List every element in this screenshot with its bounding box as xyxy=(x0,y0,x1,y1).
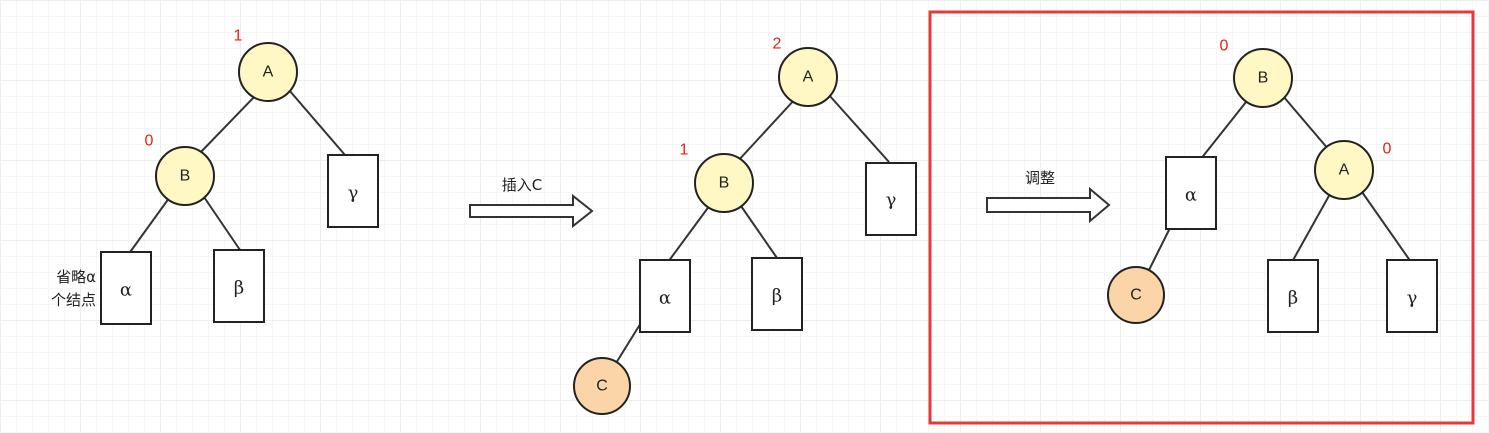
panel-before: A 1 B 0 γ α β 省略α 个结点 xyxy=(51,28,379,325)
panel-after-insert: A 2 B 1 γ α β C xyxy=(573,36,917,415)
arrow-adjust-label: 调整 xyxy=(1025,169,1055,187)
balance-factor-b: 1 xyxy=(680,142,689,159)
edge-a-beta xyxy=(1291,193,1331,263)
node-c xyxy=(1107,266,1165,324)
subtree-beta-label: β xyxy=(234,278,244,299)
node-b-label: B xyxy=(719,175,730,192)
node-a-label: A xyxy=(263,64,274,81)
node-b xyxy=(1233,48,1293,108)
subtree-beta xyxy=(1267,259,1319,333)
subtree-alpha-label: α xyxy=(1185,185,1197,206)
edge-a-gamma xyxy=(288,89,346,156)
node-a-label: A xyxy=(1339,162,1350,179)
subtree-beta-label: β xyxy=(772,286,782,307)
subtree-gamma-label: γ xyxy=(1407,288,1418,309)
subtree-alpha xyxy=(100,251,152,325)
edge-b-a xyxy=(1282,95,1330,151)
subtree-gamma xyxy=(1386,259,1438,333)
node-b xyxy=(694,153,754,213)
edge-b-alpha xyxy=(1199,96,1251,161)
subtree-gamma xyxy=(327,154,379,228)
arrow-adjust: 调整 xyxy=(986,169,1111,224)
node-a xyxy=(238,42,298,102)
subtree-alpha-label: α xyxy=(120,280,132,301)
balance-factor-a: 1 xyxy=(234,28,243,45)
node-b xyxy=(155,146,215,206)
node-a-label: A xyxy=(803,69,814,86)
edge-alpha-c xyxy=(612,317,645,369)
node-b-label: B xyxy=(1258,70,1269,87)
node-a xyxy=(1314,140,1374,200)
subtree-beta xyxy=(751,257,803,331)
edge-alpha-c xyxy=(1146,227,1171,275)
arrow-insert-label: 插入C xyxy=(502,176,542,194)
right-arrow-icon xyxy=(469,193,594,229)
note-line-1: 省略α xyxy=(56,268,96,286)
edge-b-alpha xyxy=(667,204,711,263)
node-c-label: C xyxy=(596,378,608,395)
subtree-alpha xyxy=(1165,156,1217,230)
edge-b-alpha xyxy=(127,193,173,256)
edge-a-gamma xyxy=(828,94,890,163)
subtree-gamma-label: γ xyxy=(886,190,897,211)
node-b-label: B xyxy=(180,168,191,185)
edge-b-beta xyxy=(740,205,778,259)
balance-factor-a: 2 xyxy=(773,36,782,53)
subtree-gamma-label: γ xyxy=(348,183,359,204)
subtree-beta xyxy=(213,249,265,323)
node-a xyxy=(778,47,838,107)
note-line-2: 个结点 xyxy=(51,291,96,309)
node-c xyxy=(573,357,631,415)
subtree-alpha xyxy=(639,259,691,333)
subtree-beta-label: β xyxy=(1288,288,1298,309)
balance-factor-b: 0 xyxy=(145,133,154,150)
balance-factor-b: 0 xyxy=(1220,38,1229,55)
edge-a-b xyxy=(197,92,259,156)
balance-factor-a: 0 xyxy=(1383,141,1392,158)
edge-b-beta xyxy=(203,196,241,251)
arrow-insert: 插入C xyxy=(469,176,594,229)
panel-after-adjust: B 0 A 0 α β γ C xyxy=(1107,38,1438,333)
edge-a-gamma xyxy=(1361,191,1412,263)
edge-a-b xyxy=(736,97,797,163)
subtree-alpha-label: α xyxy=(659,288,671,309)
subtree-gamma xyxy=(865,162,917,236)
right-arrow-icon xyxy=(986,186,1111,224)
highlight-frame xyxy=(928,10,1475,425)
node-c-label: C xyxy=(1130,287,1142,304)
